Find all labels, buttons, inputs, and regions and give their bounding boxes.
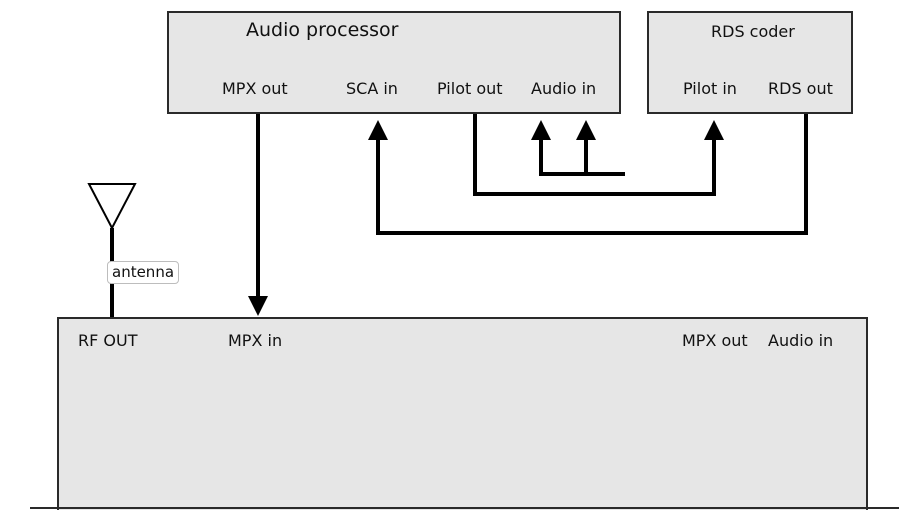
port-audio-in: Audio in [531, 79, 597, 98]
port-rf-out: RF OUT [78, 331, 138, 350]
port-pilot-out: Pilot out [437, 79, 503, 98]
rds-coder-title: RDS coder [711, 22, 795, 41]
rds-coder-box [647, 11, 853, 114]
transmitter-box [57, 317, 868, 510]
port-mpx-in: MPX in [228, 331, 283, 350]
port-tx-audio-in: Audio in [768, 331, 834, 350]
port-sca-in: SCA in [346, 79, 398, 98]
audio-processor-box [167, 11, 621, 114]
audio-processor-title: Audio processor [246, 19, 399, 41]
port-pilot-in: Pilot in [683, 79, 737, 98]
pilot-link-wire [473, 114, 724, 196]
rds-to-sca-wire [368, 114, 808, 235]
antenna-icon [87, 183, 137, 231]
port-rds-out: RDS out [768, 79, 833, 98]
antenna-label: antenna [107, 261, 180, 284]
port-mpx-out: MPX out [222, 79, 288, 98]
port-tx-mpx-out: MPX out [682, 331, 748, 350]
